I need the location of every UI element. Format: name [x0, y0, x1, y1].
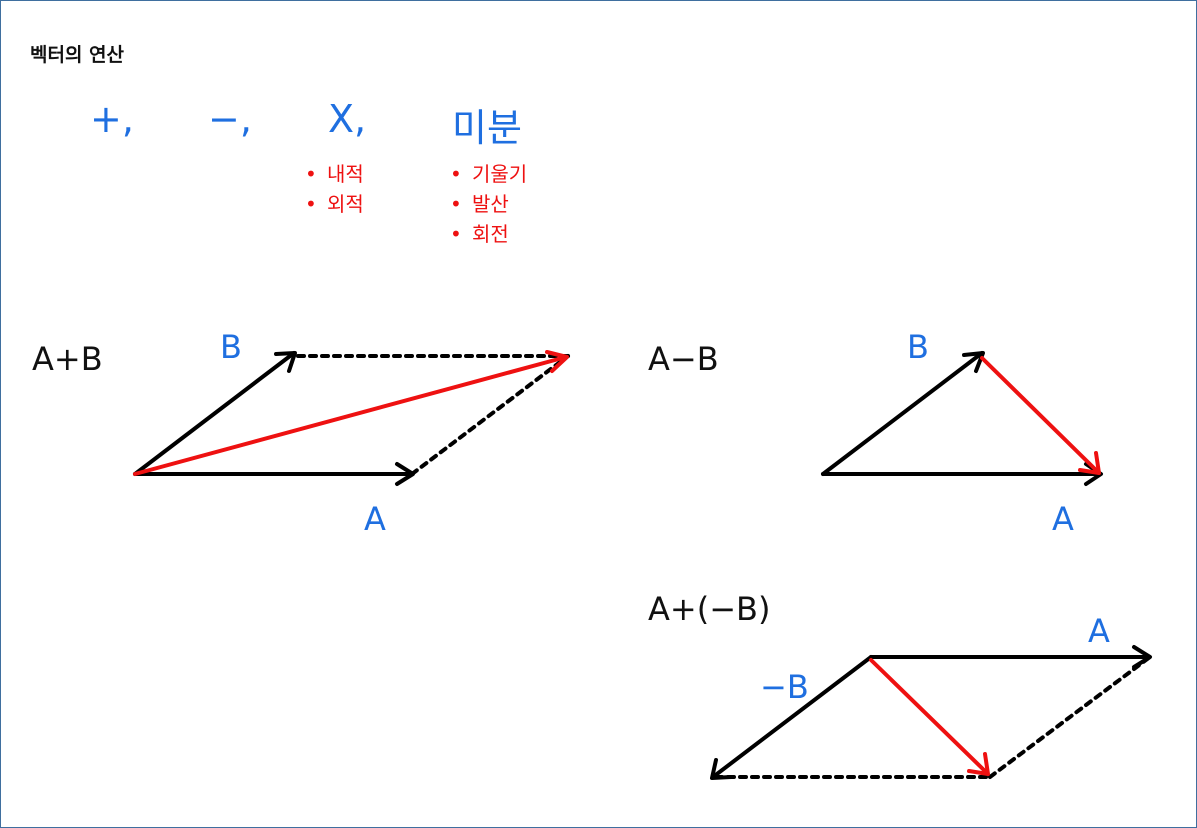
difference-vec-a-label: A — [1052, 500, 1074, 538]
sum-vec-b-label: B — [220, 328, 242, 366]
difference-vec-b-label: B — [907, 328, 929, 366]
arrowhead-icon — [962, 351, 985, 373]
op-derivative: 미분 — [452, 106, 522, 150]
cross-item-label: 외적 — [327, 192, 364, 216]
bullet: • — [450, 222, 462, 246]
cross-item-inner: • 내적 — [305, 158, 364, 187]
bullet: • — [450, 192, 462, 216]
neg-sum-vec-neg-b-label: −B — [760, 668, 809, 706]
vector-difference-line — [980, 356, 1100, 474]
derivative-item-label: 기울기 — [472, 162, 528, 186]
sum-diagram — [133, 350, 570, 486]
derivative-item-gradient: • 기울기 — [450, 158, 527, 187]
derivative-item-curl: • 회전 — [450, 218, 509, 247]
neg-sum-label: A+(−B) — [648, 590, 770, 628]
vector-b-line — [133, 351, 296, 476]
vector-b-line — [821, 351, 984, 476]
op-cross: X, — [328, 97, 367, 141]
arrowhead-icon — [274, 351, 297, 373]
arrowhead-icon — [1078, 451, 1101, 475]
bullet: • — [450, 162, 462, 186]
derivative-item-divergence: • 발산 — [450, 188, 509, 217]
arrowhead-icon — [545, 350, 569, 373]
bullet: • — [305, 162, 317, 186]
dotted-neg-b-translate — [988, 655, 1152, 779]
dotted-a-translate — [410, 354, 570, 476]
vector-neg-b-line — [711, 655, 873, 779]
cross-item-label: 내적 — [327, 162, 364, 186]
sum-vec-a-label: A — [364, 500, 386, 538]
neg-sum-vec-a-label: A — [1088, 612, 1110, 650]
op-plus: +, — [90, 97, 134, 141]
page-title: 벡터의 연산 — [30, 44, 125, 66]
vector-sum-line — [133, 355, 568, 476]
difference-diagram — [821, 351, 1103, 486]
op-minus: −, — [208, 97, 252, 141]
neg-sum-diagram — [710, 645, 1152, 780]
arrowhead-icon — [967, 752, 990, 776]
sum-label: A+B — [32, 340, 103, 378]
vector-result-line — [869, 658, 989, 775]
bullet: • — [305, 192, 317, 216]
derivative-item-label: 발산 — [472, 192, 509, 216]
difference-label: A−B — [648, 340, 719, 378]
cross-item-outer: • 외적 — [305, 188, 364, 217]
derivative-item-label: 회전 — [472, 222, 509, 246]
arrowhead-icon — [710, 758, 733, 780]
